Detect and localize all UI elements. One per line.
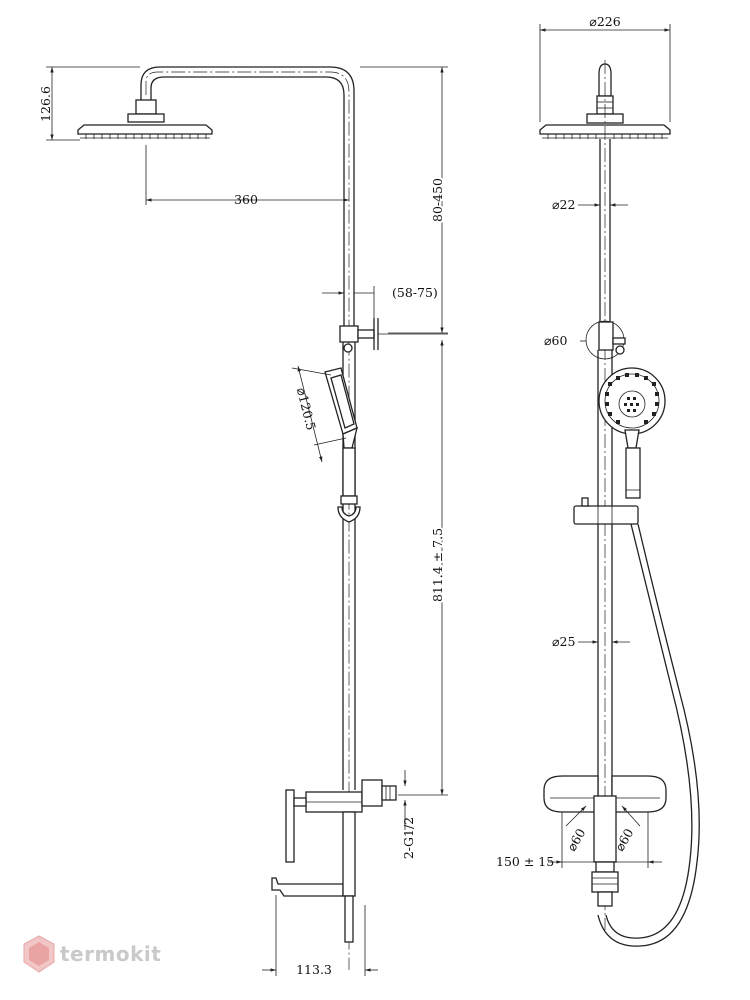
mixer-front: [543, 775, 667, 907]
slide-holder: [337, 506, 361, 523]
rain-head-front-nozzles: [547, 134, 663, 139]
dim-spout-reach: 113.3: [296, 962, 332, 977]
slide-bar-bracket: [573, 497, 639, 525]
dim-lower-tube-diameter: ⌀25: [552, 634, 575, 649]
rain-shower-head: [77, 124, 213, 135]
shower-hose: [605, 523, 693, 939]
dim-inlet-spacing: 150 ± 15: [496, 854, 554, 869]
dim-bracket-offset: (58-75): [392, 285, 438, 300]
dim-head-thickness: 126.6: [38, 86, 53, 122]
dim-arm-reach: 360: [234, 192, 258, 207]
front-view: ⌀226 ⌀22 ⌀60: [496, 12, 700, 947]
dim-escutcheon-left: ⌀60: [564, 826, 589, 854]
overhead-arm: [140, 66, 355, 330]
rain-head-nozzles: [85, 134, 207, 139]
dim-rail-length: 811.4 ± 7.5: [430, 528, 445, 602]
dim-head-diameter: ⌀226: [589, 14, 620, 29]
hand-shower-side: [324, 367, 358, 505]
tub-spout: [271, 811, 356, 943]
dim-height-adjust: 80-450: [430, 178, 445, 222]
overhead-arm-inner: [150, 76, 345, 330]
dim-bracket-diameter: ⌀60: [544, 333, 567, 348]
mixer-side: [285, 779, 397, 863]
dim-hand-shower-diameter: ⌀120.5: [294, 386, 319, 432]
dim-upper-tube-diameter: ⌀22: [552, 197, 575, 212]
dim-inlet-thread: 2-G1/2: [401, 817, 416, 859]
termokit-logo-icon: [23, 935, 55, 973]
wall-bracket: [339, 325, 359, 343]
side-view: 126.6 360 80-450 (58-75): [38, 66, 448, 977]
brand-name: termokit: [60, 942, 162, 966]
hand-shower-face: [598, 367, 666, 499]
arm-connector: [135, 99, 157, 115]
